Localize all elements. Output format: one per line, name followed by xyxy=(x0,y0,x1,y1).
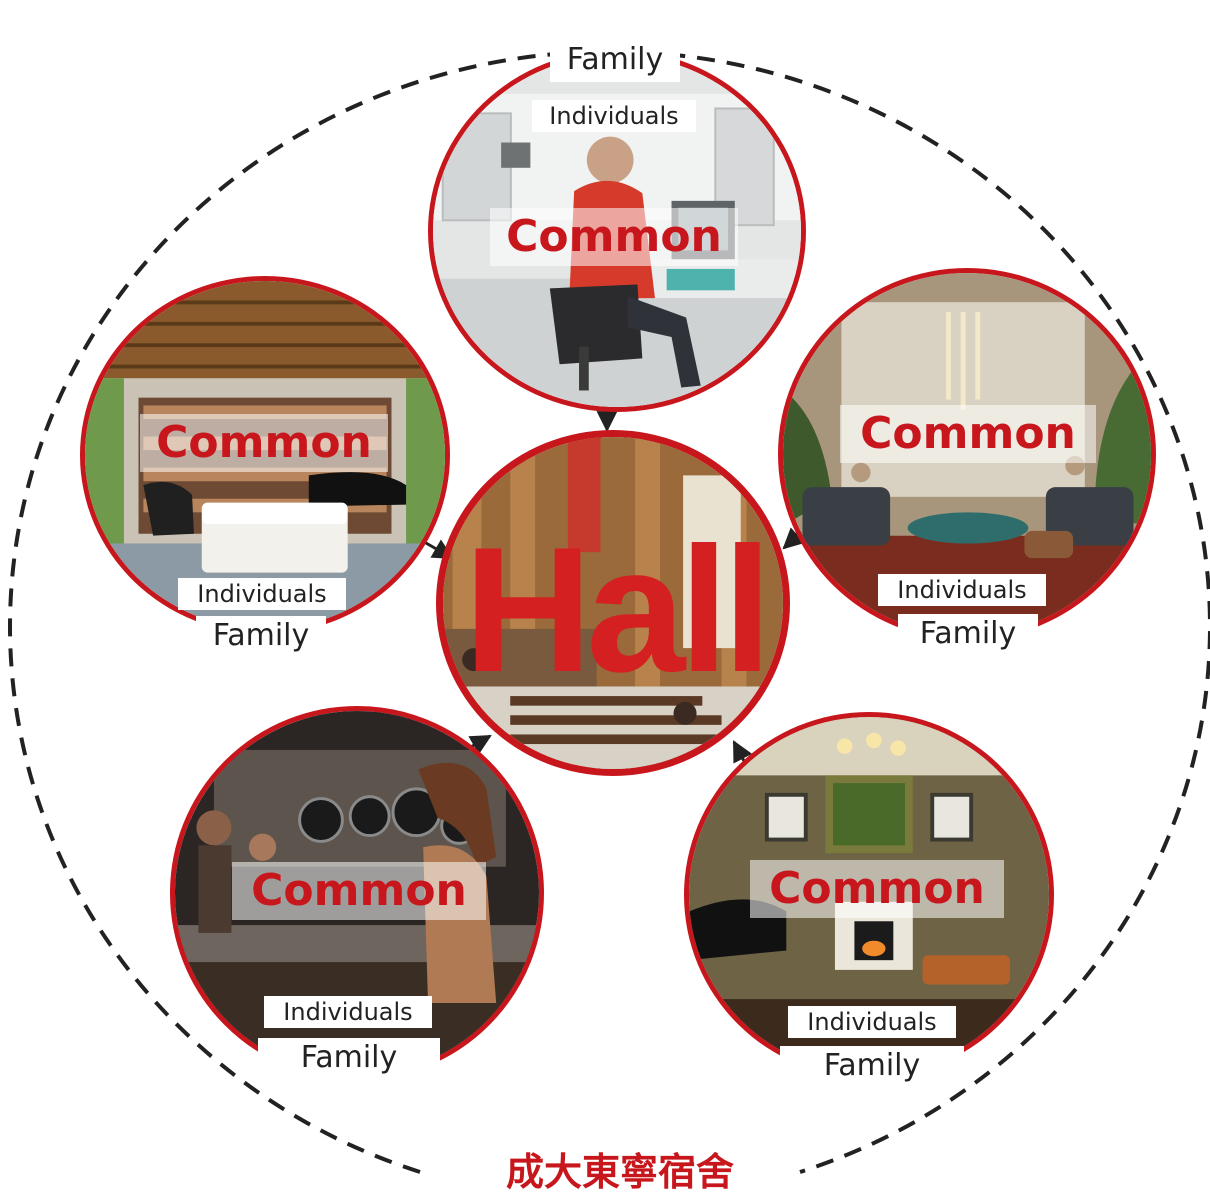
hall-circle xyxy=(436,430,790,776)
hall-photo xyxy=(443,437,783,769)
family-label-top: Family xyxy=(550,40,680,82)
common-label-top: Common xyxy=(490,208,738,266)
family-label-bottom-left: Family xyxy=(258,1038,440,1080)
individuals-label-right: Individuals xyxy=(878,574,1046,606)
hall-label: Hall xyxy=(463,510,772,709)
common-label-bottom-left: Common xyxy=(232,862,486,920)
common-label-left: Common xyxy=(140,414,388,472)
common-label-right: Common xyxy=(840,405,1096,463)
individuals-label-bottom-right: Individuals xyxy=(788,1006,956,1038)
individuals-label-top: Individuals xyxy=(532,100,696,132)
caption: 成大東寧宿舍 xyxy=(505,1150,734,1194)
individuals-label-bottom-left: Individuals xyxy=(264,996,432,1028)
individuals-label-left: Individuals xyxy=(178,578,346,610)
family-label-right: Family xyxy=(898,614,1038,656)
family-label-left: Family xyxy=(196,616,326,658)
family-label-bottom-right: Family xyxy=(780,1046,964,1088)
common-label-bottom-right: Common xyxy=(750,860,1004,918)
